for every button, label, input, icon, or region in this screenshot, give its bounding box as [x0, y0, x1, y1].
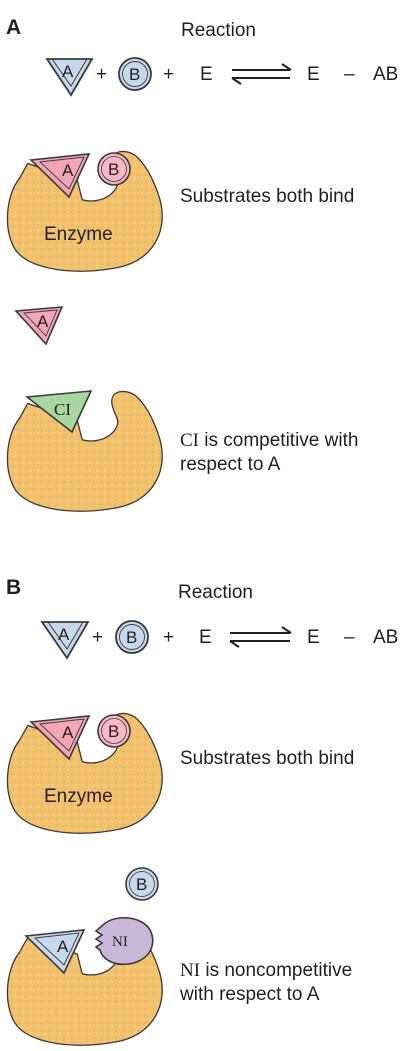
- equilibrium-arrow-icon: [229, 626, 292, 648]
- product-e: E: [307, 627, 320, 648]
- product-ab: AB: [373, 64, 398, 85]
- caption-substrates-bind: Substrates both bind: [180, 186, 354, 207]
- caption-competitive-line2: respect to A: [180, 454, 281, 475]
- panel-letter-a: A: [6, 16, 21, 39]
- substrate-a-triangle: A: [45, 58, 94, 97]
- svg-text:A: A: [62, 62, 74, 81]
- noncompetitive-inhibitor: NI: [94, 917, 154, 966]
- svg-text:B: B: [136, 875, 147, 894]
- free-substrate-b: B: [125, 867, 159, 901]
- plus-sign: +: [163, 64, 174, 85]
- enzyme-substrate-complex-b: A B Enzyme: [6, 712, 163, 834]
- panel-b: B Reaction A + B + E E –: [6, 576, 398, 1046]
- panel-a: A Reaction A + B + E E –: [6, 16, 398, 512]
- substrate-a-triangle: A: [40, 621, 90, 660]
- caption-competitive-line1: CI is competitive with: [180, 430, 358, 451]
- substrate-a-triangle: A: [29, 715, 91, 761]
- enzyme-symbol: E: [199, 627, 212, 648]
- svg-text:B: B: [129, 65, 140, 84]
- svg-text:A: A: [58, 625, 70, 644]
- reaction-title-a: Reaction: [181, 20, 256, 41]
- enzyme-label: Enzyme: [44, 224, 113, 245]
- enzyme-inhibitor-complex-a: CI: [6, 390, 163, 512]
- svg-text:A: A: [57, 937, 69, 956]
- panel-letter-b: B: [6, 576, 21, 599]
- product-e: E: [307, 64, 320, 85]
- enzyme-substrate-complex-a: A B Enzyme: [6, 150, 163, 272]
- equation-a: A + B + E E – AB: [45, 57, 398, 97]
- substrate-a-triangle: A: [29, 153, 91, 199]
- plus-sign: +: [92, 627, 103, 648]
- competitive-inhibitor: CI: [24, 390, 93, 434]
- equation-b: A + B + E E – AB: [40, 620, 398, 660]
- substrate-a-triangle: A: [24, 929, 86, 975]
- svg-text:A: A: [37, 312, 49, 331]
- substrate-b-circle: B: [97, 152, 131, 186]
- caption-substrates-bind: Substrates both bind: [180, 748, 354, 769]
- plus-sign: +: [163, 627, 174, 648]
- enzyme-symbol: E: [200, 64, 213, 85]
- reaction-title-b: Reaction: [178, 582, 253, 603]
- svg-text:B: B: [108, 160, 119, 179]
- plus-sign: +: [96, 64, 107, 85]
- substrate-b-circle: B: [97, 714, 131, 748]
- enzyme-label: Enzyme: [44, 786, 113, 807]
- enzyme-inhibitor-complex-b: A NI: [6, 917, 163, 1046]
- caption-noncompetitive-line1: NI is noncompetitive: [180, 960, 352, 981]
- product-ab: AB: [373, 627, 398, 648]
- product-dash: –: [344, 627, 355, 648]
- svg-text:NI: NI: [112, 934, 128, 950]
- svg-text:A: A: [62, 723, 74, 742]
- svg-text:A: A: [62, 161, 74, 180]
- free-substrate-a: A: [14, 306, 64, 346]
- product-dash: –: [344, 64, 355, 85]
- caption-noncompetitive-line2: with respect to A: [179, 984, 320, 1005]
- equilibrium-arrow-icon: [231, 63, 292, 85]
- substrate-b-circle: B: [115, 620, 149, 654]
- svg-text:B: B: [126, 628, 137, 647]
- svg-text:B: B: [108, 722, 119, 741]
- svg-text:CI: CI: [54, 400, 71, 419]
- substrate-b-circle: B: [118, 57, 152, 91]
